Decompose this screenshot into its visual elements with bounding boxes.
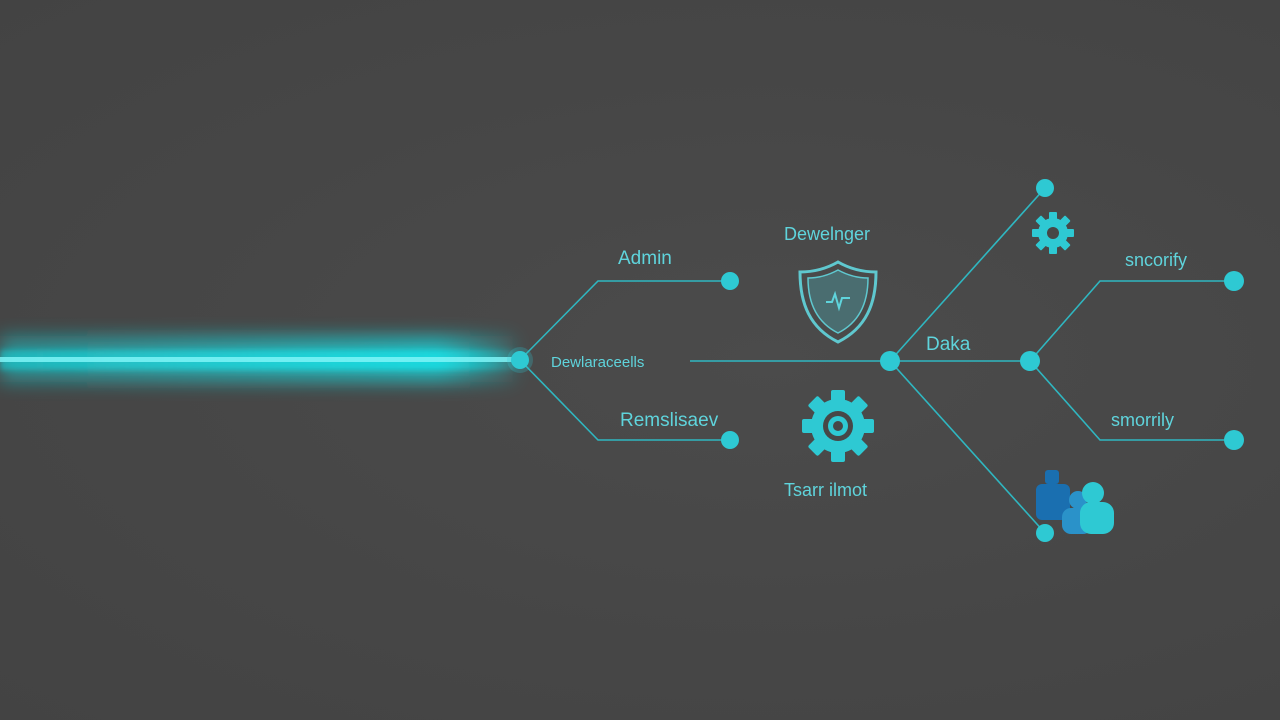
deweloper-label: Dewelnger (784, 224, 870, 244)
team-host-label: Tsarr ilmot (784, 480, 867, 500)
center-node (880, 351, 900, 371)
data-node (1020, 351, 1040, 371)
remslisaev-node (721, 431, 739, 449)
bottom-node (1036, 524, 1054, 542)
connector-security-top (1029, 280, 1234, 362)
gear-icon (802, 390, 874, 462)
admin-label: Admin (618, 248, 672, 269)
connector-admin (519, 280, 730, 361)
connector-lines (519, 187, 1234, 534)
security-top-label: sncorify (1125, 250, 1187, 270)
gear-icon (1032, 212, 1074, 254)
shield-icon (798, 260, 878, 344)
security-bottom-label: smorrily (1111, 410, 1174, 430)
admin-node (721, 272, 739, 290)
connector-security-bottom (1029, 360, 1234, 441)
remslisaev-label: Remslisaev (620, 410, 719, 431)
security-bottom-node (1224, 430, 1244, 450)
top-node (1036, 179, 1054, 197)
developers-center-label: Dewlaraceells (551, 354, 644, 371)
nodes (507, 179, 1244, 542)
connector-remslisaev (519, 359, 730, 441)
connector-bottom (889, 360, 1046, 534)
users-icon (1036, 470, 1114, 534)
security-top-node (1224, 271, 1244, 291)
hub-node (511, 351, 529, 369)
data-label: Daka (926, 334, 971, 355)
light-beam (0, 336, 515, 382)
connector-top (889, 187, 1046, 362)
labels: Admin Dewelnger Dewlaraceells Remslisaev… (551, 224, 1187, 500)
